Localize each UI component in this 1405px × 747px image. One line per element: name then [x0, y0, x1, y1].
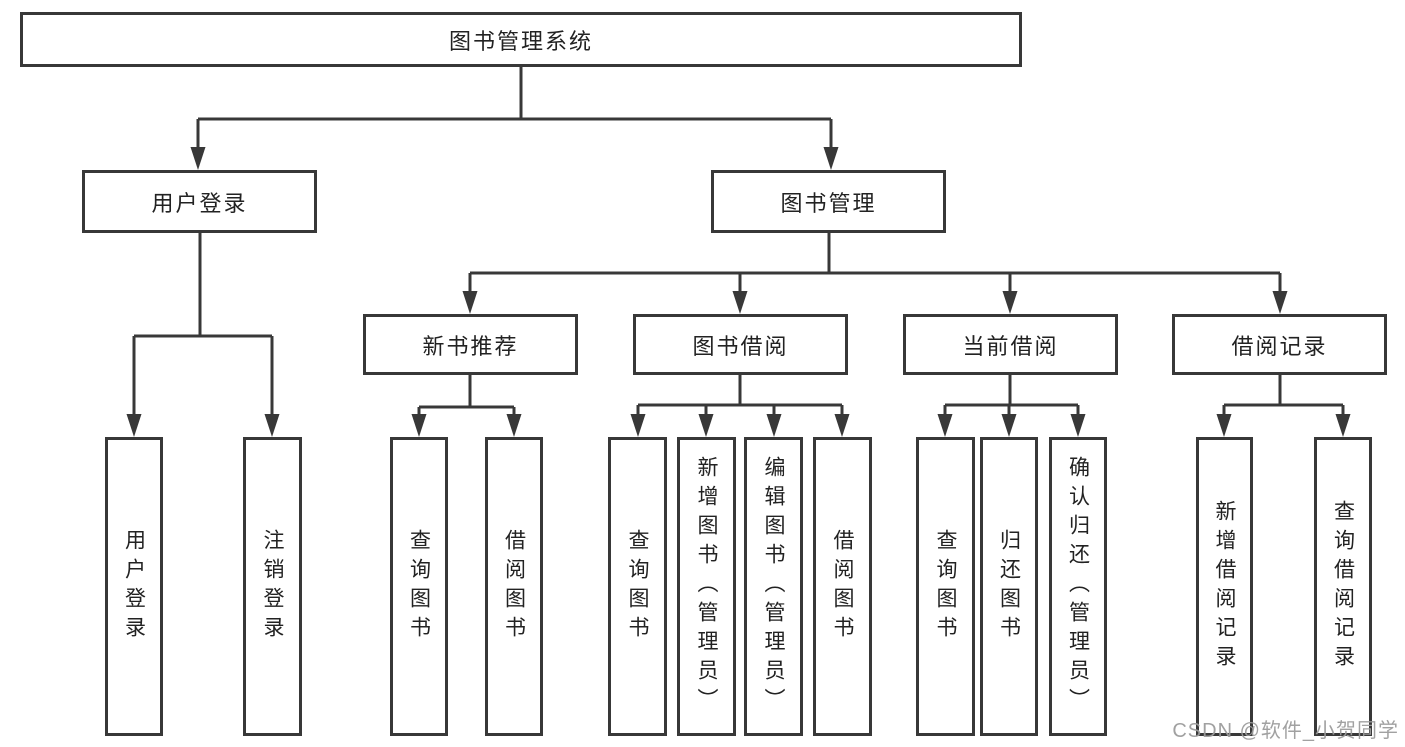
- leaf-borrow-query-book: 查询图书: [608, 437, 667, 736]
- arrowhead: [126, 414, 142, 437]
- connector-root-to-level2: [196, 67, 833, 150]
- leaf-borrow-add-book-admin: 新增图书（管理员）: [677, 437, 736, 736]
- csdn-watermark: CSDN @软件_小贺同学: [1172, 720, 1399, 742]
- arrowhead: [698, 414, 714, 437]
- node-current-borrow: 当前借阅: [903, 314, 1118, 375]
- leaf-user-login: 用户登录: [105, 437, 163, 736]
- node-borrow-records: 借阅记录: [1172, 314, 1387, 375]
- leaf-recommend-borrow-book: 借阅图书: [485, 437, 543, 736]
- leaf-records-add-record: 新增借阅记录: [1196, 437, 1253, 736]
- arrowhead: [1070, 414, 1086, 437]
- arrowhead: [766, 414, 782, 437]
- leaf-recommend-query-book: 查询图书: [390, 437, 448, 736]
- arrowhead: [732, 291, 748, 314]
- connector-user-login-to-leaves: [132, 233, 274, 417]
- connector-recommend-to-leaves: [417, 375, 516, 417]
- arrowhead: [1002, 291, 1018, 314]
- leaf-records-query-record: 查询借阅记录: [1314, 437, 1372, 736]
- arrowhead: [462, 291, 478, 314]
- arrowhead: [1216, 414, 1232, 437]
- node-new-book-recommend: 新书推荐: [363, 314, 578, 375]
- arrowhead: [506, 414, 522, 437]
- node-user-login: 用户登录: [82, 170, 317, 233]
- leaf-current-return-book: 归还图书: [980, 437, 1038, 736]
- arrowhead: [1001, 414, 1017, 437]
- arrowhead: [264, 414, 280, 437]
- leaf-borrow-edit-book-admin: 编辑图书（管理员）: [744, 437, 803, 736]
- leaf-borrow-borrow-book: 借阅图书: [813, 437, 872, 736]
- node-root-library-system: 图书管理系统: [20, 12, 1022, 67]
- leaf-user-logout: 注销登录: [243, 437, 302, 736]
- leaf-current-query-book: 查询图书: [916, 437, 975, 736]
- leaf-current-confirm-return-admin: 确认归还（管理员）: [1049, 437, 1107, 736]
- arrowhead: [411, 414, 427, 437]
- arrowhead: [630, 414, 646, 437]
- connector-records-to-leaves: [1222, 375, 1345, 417]
- arrowhead: [823, 147, 839, 170]
- arrowhead: [1272, 291, 1288, 314]
- arrowhead: [190, 147, 206, 170]
- arrowhead: [937, 414, 953, 437]
- connector-book-mgmt-to-level3: [468, 233, 1282, 294]
- connector-borrow-to-leaves: [636, 375, 844, 417]
- node-book-management: 图书管理: [711, 170, 946, 233]
- arrowhead: [834, 414, 850, 437]
- node-book-borrow: 图书借阅: [633, 314, 848, 375]
- arrowhead: [1335, 414, 1351, 437]
- connector-current-to-leaves: [943, 375, 1080, 417]
